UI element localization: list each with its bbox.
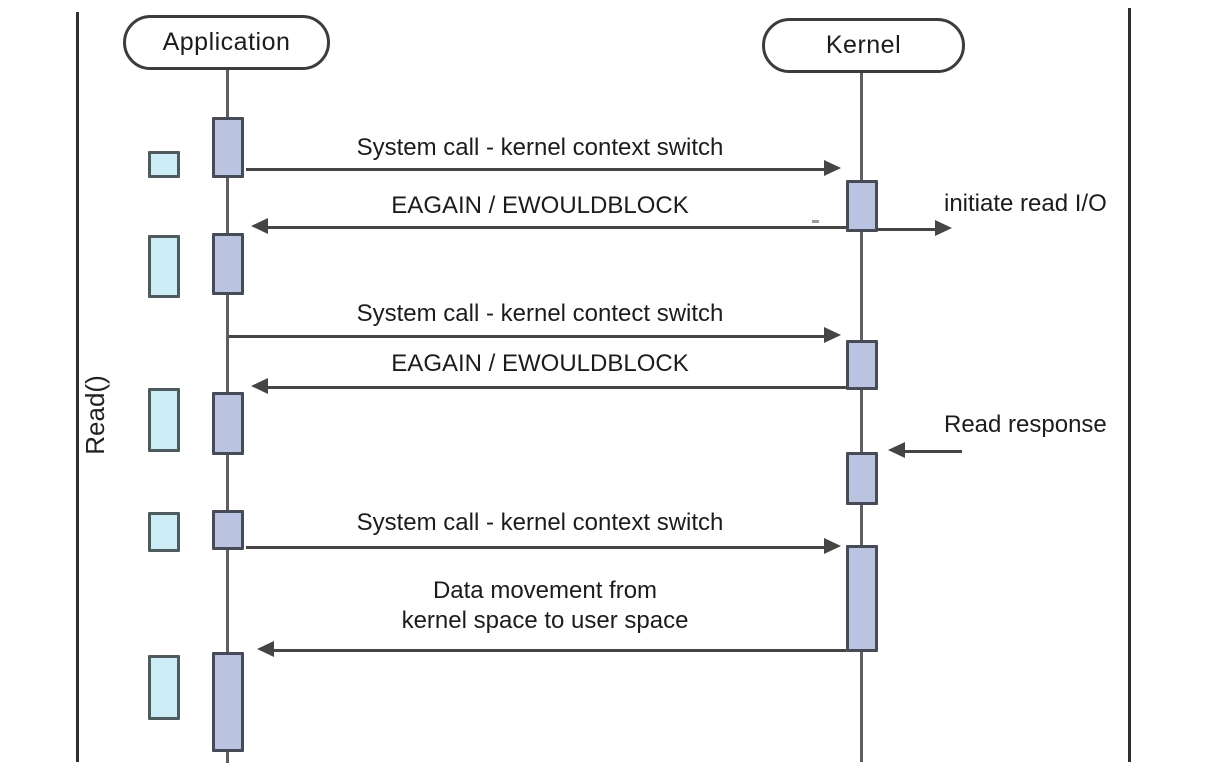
message-arrow (274, 649, 846, 652)
arrow-left-icon (251, 378, 268, 394)
message-label: System call - kernel context switch (356, 134, 724, 161)
arrow-right-icon (824, 327, 841, 343)
application-activation-bar-4 (212, 510, 244, 550)
message-label: Read response (944, 411, 1107, 438)
application-activation-bar-2 (212, 233, 244, 295)
message-label-line1: Data movement from (432, 577, 658, 604)
application-activation-bar-3 (212, 392, 244, 455)
application-activation-bar-5 (212, 652, 244, 752)
arrow-right-icon (935, 220, 952, 236)
message-label: EAGAIN / EWOULDBLOCK (391, 192, 689, 219)
message-arrow (905, 450, 962, 453)
arrow-right-icon (824, 160, 841, 176)
application-activation-bar-1 (212, 117, 244, 178)
arrow-left-icon (257, 641, 274, 657)
poll-interval-box-4 (148, 512, 180, 552)
actor-header-application: Application (123, 15, 330, 70)
actor-header-kernel: Kernel (762, 18, 965, 73)
arrow-left-icon (888, 442, 905, 458)
right-border-rule (1128, 8, 1131, 762)
kernel-activation-bar-4 (846, 545, 878, 652)
poll-interval-box-3 (148, 388, 180, 452)
message-label: System call - kernel context switch (356, 509, 724, 536)
kernel-activation-bar-1 (846, 180, 878, 232)
left-border-rule (76, 12, 79, 762)
message-label: EAGAIN / EWOULDBLOCK (391, 350, 689, 377)
stray-mark (812, 220, 819, 223)
message-label: System call - kernel contect switch (356, 300, 724, 327)
actor-label-application: Application (162, 28, 291, 56)
message-arrow (246, 168, 824, 171)
poll-interval-box-1 (148, 151, 180, 178)
read-axis-label: Read() (80, 375, 110, 455)
message-label: initiate read I/O (944, 190, 1107, 217)
poll-interval-box-5 (148, 655, 180, 720)
kernel-activation-bar-3 (846, 452, 878, 505)
poll-interval-box-2 (148, 235, 180, 298)
kernel-lifeline (860, 71, 863, 762)
arrow-left-icon (251, 218, 268, 234)
message-label: Data movement from kernel space to user … (402, 576, 689, 636)
actor-label-kernel: Kernel (825, 31, 902, 59)
message-arrow (268, 226, 846, 229)
message-arrow (878, 228, 935, 231)
message-label-line2: kernel space to user space (401, 607, 689, 634)
message-arrow (268, 386, 846, 389)
message-arrow (229, 335, 824, 338)
message-arrow (246, 546, 824, 549)
arrow-right-icon (824, 538, 841, 554)
kernel-activation-bar-2 (846, 340, 878, 390)
